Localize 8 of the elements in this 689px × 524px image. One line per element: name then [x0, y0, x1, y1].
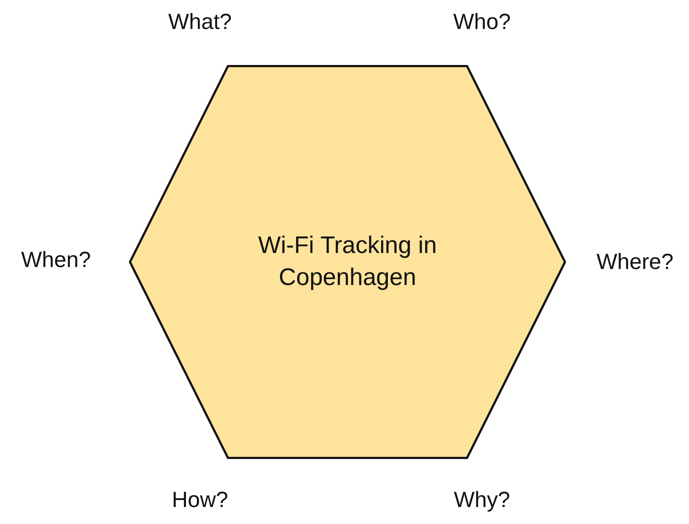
question-label: Who? — [453, 9, 511, 35]
question-label: Where? — [596, 249, 674, 275]
hexagon-node — [129, 65, 566, 459]
question-label: Why? — [454, 487, 510, 513]
question-label: How? — [172, 487, 228, 513]
question-label: What? — [168, 9, 232, 35]
node-label: Wi-Fi Tracking in Copenhagen — [257, 231, 438, 293]
question-label: When? — [21, 247, 91, 273]
